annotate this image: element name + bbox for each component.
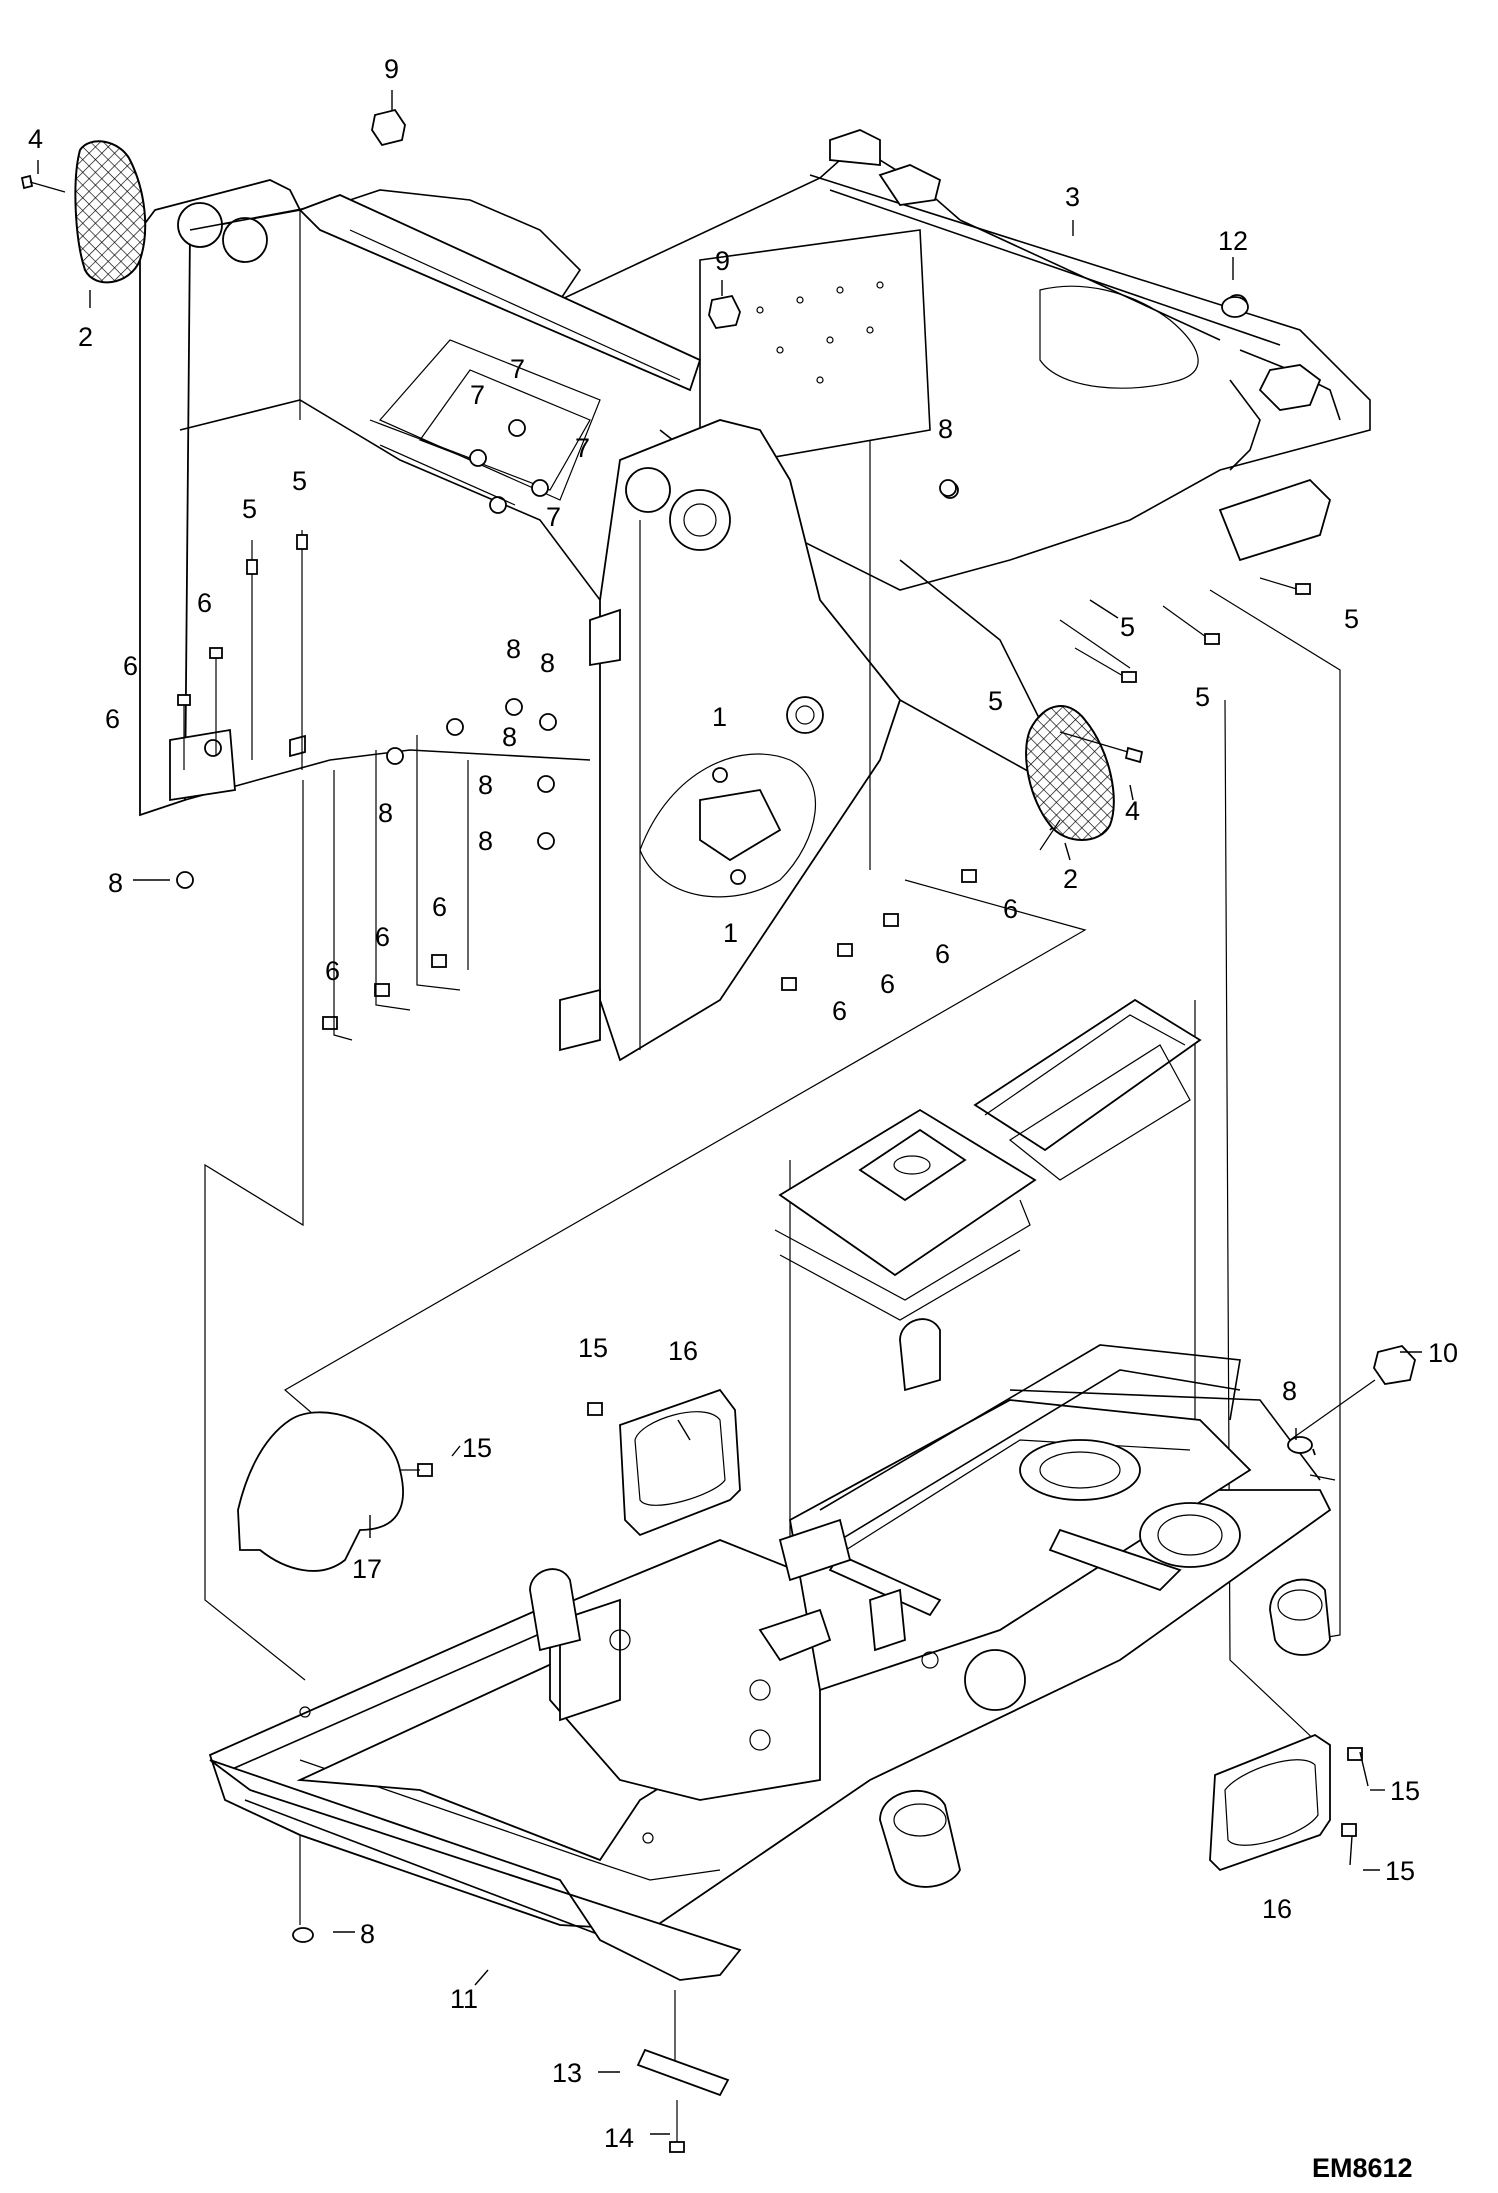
- main-frame: [139, 129, 1371, 1062]
- callout-6d: 6: [1003, 894, 1018, 924]
- callout-8a: 8: [938, 414, 953, 444]
- callout-12: 12: [1218, 226, 1248, 256]
- callout-8g: 8: [478, 826, 493, 856]
- callout-7b: 7: [470, 380, 485, 410]
- callout-15d: 15: [1385, 1856, 1415, 1886]
- callout-16a: 16: [668, 1336, 698, 1366]
- lower-frame: [208, 1318, 1332, 1981]
- callout-2b: 2: [1063, 864, 1078, 894]
- drawing-code: EM8612: [1312, 2153, 1413, 2183]
- callout-5d: 5: [1120, 612, 1135, 642]
- callout-13: 13: [552, 2058, 582, 2088]
- callout-6g: 6: [832, 996, 847, 1026]
- leader-lines: [37, 90, 1422, 2135]
- callout-3: 3: [1065, 182, 1080, 212]
- callout-4b: 4: [1125, 796, 1140, 826]
- callout-6a: 6: [197, 588, 212, 618]
- callout-8f: 8: [378, 798, 393, 828]
- callout-5e: 5: [1195, 682, 1210, 712]
- callout-2a: 2: [78, 322, 93, 352]
- side-covers: [237, 1388, 1331, 1872]
- callout-8e: 8: [478, 770, 493, 800]
- callout-1a: 1: [712, 702, 727, 732]
- callout-9a: 9: [384, 54, 399, 84]
- callout-8h: 8: [108, 868, 123, 898]
- callout-7c: 7: [575, 433, 590, 463]
- callout-7d: 7: [546, 502, 561, 532]
- callout-1b: 1: [723, 918, 738, 948]
- access-covers: [774, 998, 1202, 1321]
- callout-17: 17: [352, 1554, 382, 1584]
- callout-11: 11: [450, 1984, 478, 2014]
- callout-6b: 6: [123, 651, 138, 681]
- callout-5f: 5: [988, 686, 1003, 716]
- callout-9b: 9: [715, 246, 730, 276]
- side-window-left: [74, 140, 147, 284]
- callout-15a: 15: [578, 1333, 608, 1363]
- callout-7a: 7: [510, 354, 525, 384]
- callout-16b: 16: [1262, 1894, 1292, 1924]
- callout-10: 10: [1428, 1338, 1458, 1368]
- callout-5c: 5: [1344, 604, 1359, 634]
- callout-15b: 15: [462, 1433, 492, 1463]
- callout-6f: 6: [880, 969, 895, 999]
- callout-6j: 6: [325, 956, 340, 986]
- callout-6e: 6: [935, 939, 950, 969]
- callout-5a: 5: [242, 494, 257, 524]
- callout-6c: 6: [105, 704, 120, 734]
- side-window-right: [1025, 705, 1115, 841]
- callout-5b: 5: [292, 466, 307, 496]
- callout-8j: 8: [360, 1919, 375, 1949]
- callout-4a: 4: [28, 124, 43, 154]
- callout-6h: 6: [432, 892, 447, 922]
- lower-hardware: [400, 1402, 1363, 2153]
- callout-8i: 8: [1282, 1376, 1297, 1406]
- callouts: 4 2 9 9 3 12 7 7 7 7 8 5 5 5 5 5 5 6 6 6…: [28, 54, 1458, 2153]
- callout-8d: 8: [502, 722, 517, 752]
- callout-6i: 6: [375, 922, 390, 952]
- callout-8b: 8: [506, 634, 521, 664]
- callout-15c: 15: [1390, 1776, 1420, 1806]
- callout-14: 14: [604, 2123, 634, 2153]
- callout-8c: 8: [540, 648, 555, 678]
- hardware: [20, 108, 1416, 1385]
